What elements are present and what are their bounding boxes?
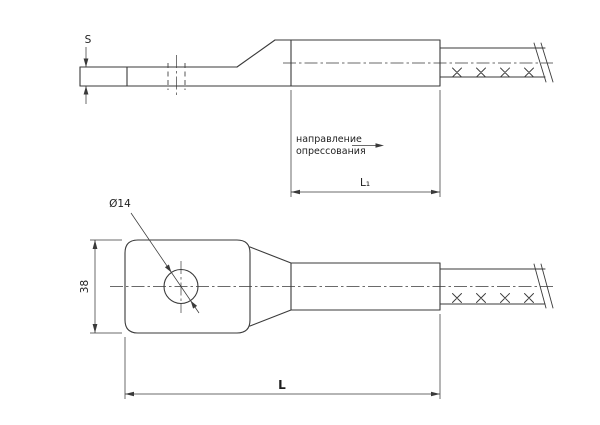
crimp-direction-arrow-icon [375, 143, 384, 148]
strand-marks [452, 293, 534, 303]
dimension-s: S [83, 34, 92, 104]
side-view-outline [79, 39, 441, 87]
plan-view: Ø14 38 L [79, 198, 554, 399]
crimp-direction-note: направление опрессования [296, 134, 384, 157]
cable-side [439, 42, 554, 83]
hole-diameter-label: Ø14 [109, 198, 131, 210]
hole-diameter-callout: Ø14 [109, 198, 200, 314]
dimension-l: L [124, 314, 441, 399]
crimp-length-label: L₁ [360, 177, 370, 189]
thickness-label: S [85, 34, 92, 46]
crimp-note-line2: опрессования [296, 146, 366, 157]
crimp-note-line1: направление [296, 134, 362, 145]
strand-marks [452, 67, 534, 78]
cable-plan [439, 263, 554, 309]
dimension-38: 38 [79, 239, 122, 334]
leader-line [130, 212, 200, 314]
dimension-l1: L₁ [290, 90, 441, 197]
width-label: 38 [79, 280, 91, 293]
cable-break-lines [533, 42, 554, 83]
length-label: L [278, 378, 286, 392]
cable-break-lines [533, 263, 554, 309]
hidden-hole-lines [167, 55, 186, 97]
side-view: S направление опрессования L₁ [79, 34, 554, 197]
